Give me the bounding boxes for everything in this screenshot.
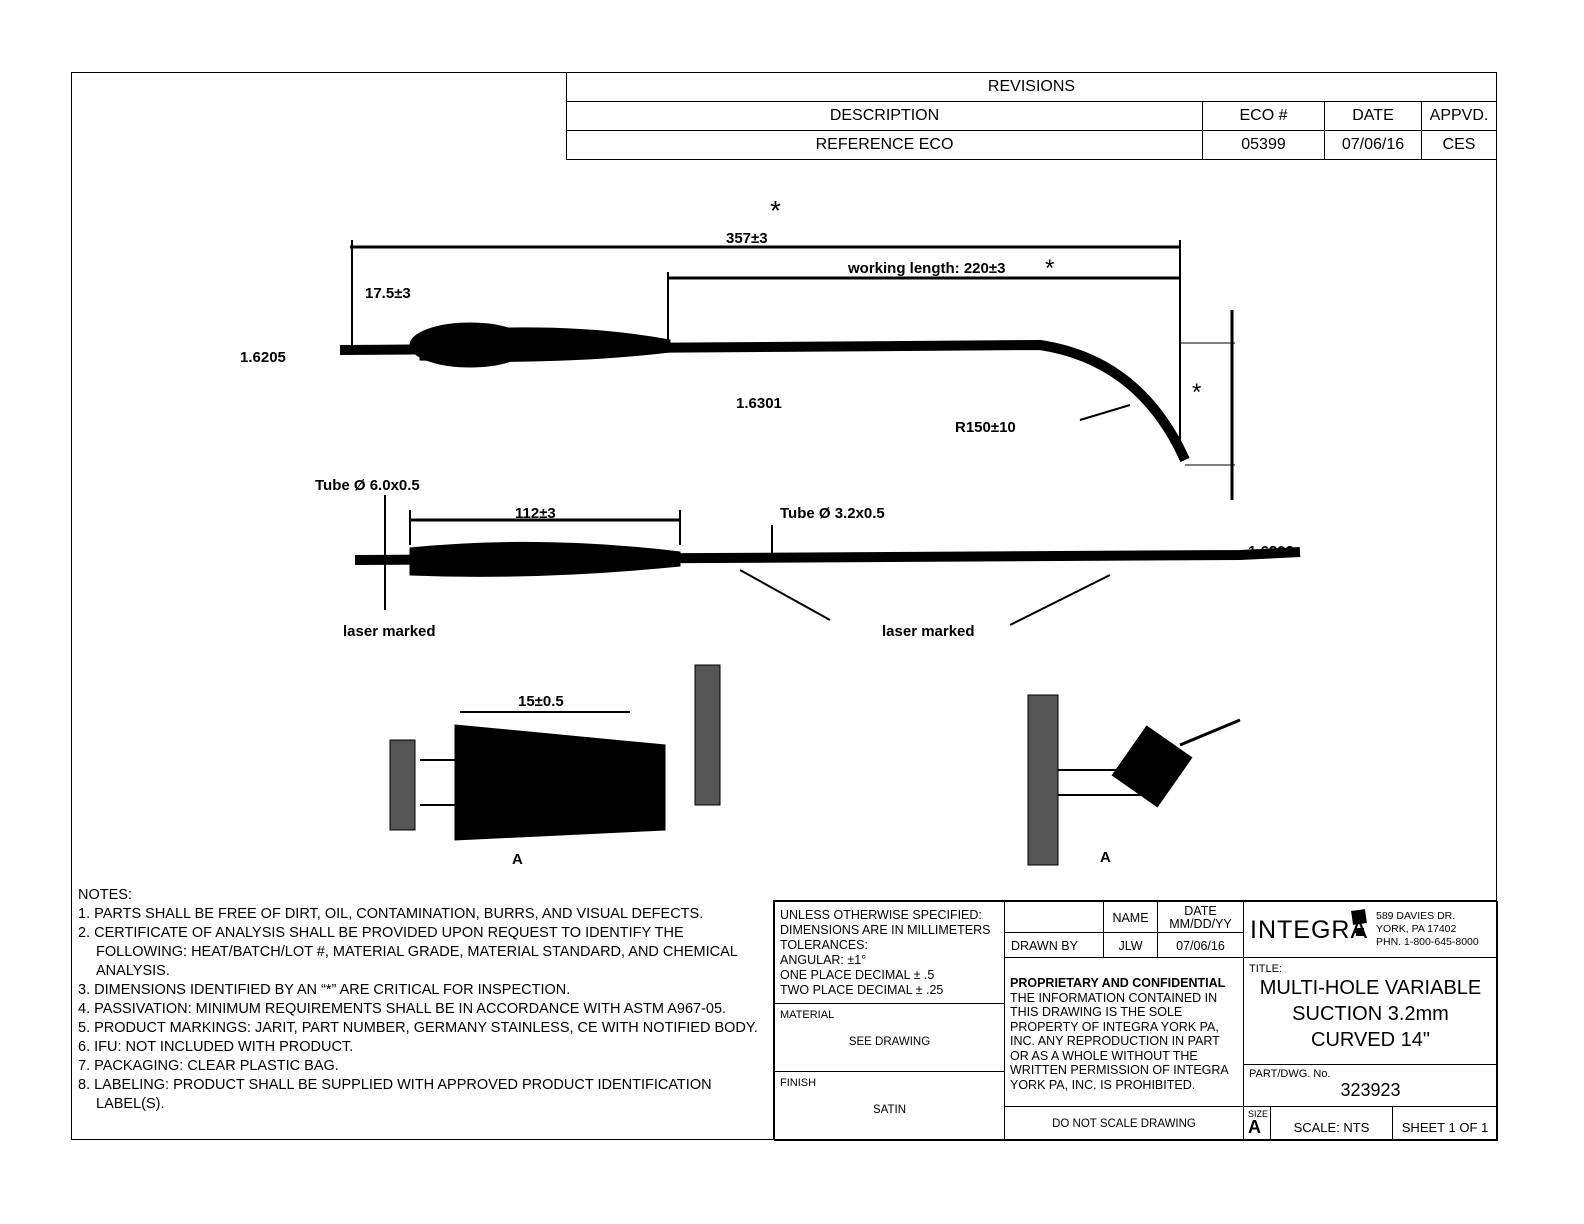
title-line: SUCTION 3.2mm (1292, 1003, 1449, 1025)
address-line: 589 DAVIES DR. (1376, 910, 1456, 922)
proprietary-text: THE INFORMATION CONTAINED IN THIS DRAWIN… (1010, 990, 1229, 1092)
drawn-date: 07/06/16 (1157, 932, 1244, 958)
dim-tube-small: Tube Ø 3.2x0.5 (780, 505, 885, 522)
part-number: 323923 (1340, 1080, 1401, 1100)
revision-row: REFERENCE ECO 05399 07/06/16 CES (566, 130, 1497, 160)
tolerance-line: TOLERANCES: (780, 938, 868, 952)
tolerance-line: ANGULAR: ±1° (780, 953, 867, 967)
date-format: MM/DD/YY (1169, 917, 1232, 931)
tolerances-cell: UNLESS OTHERWISE SPECIFIED: DIMENSIONS A… (774, 901, 1005, 1004)
finish-label: FINISH (780, 1077, 817, 1089)
size-label: SIZE (1248, 1109, 1269, 1119)
name-header: NAME (1103, 901, 1158, 933)
company-logo: INTEGRA (1250, 916, 1369, 944)
revisions-table: REVISIONS DESCRIPTION ECO # DATE APPVD. … (566, 72, 1497, 160)
date-label: DATE (1184, 904, 1217, 918)
dim-tip-end: 1.6302 (1248, 543, 1294, 560)
technical-drawing: * 357±3 working length: 220±3 * 17.5±3 1… (240, 195, 1301, 868)
note-item: 1. PARTS SHALL BE FREE OF DIRT, OIL, CON… (78, 906, 704, 922)
tip-detail-view (1027, 694, 1241, 866)
note-item: 8. LABELING: PRODUCT SHALL BE SUPPLIED W… (78, 1077, 712, 1112)
part-label: PART/DWG. No. (1249, 1068, 1331, 1080)
part-number-cell: PART/DWG. No. 323923 (1243, 1064, 1498, 1107)
note-item: 2. CERTIFICATE OF ANALYSIS SHALL BE PROV… (78, 925, 738, 979)
label-detail-a: A (1100, 849, 1111, 866)
size-value: A (1248, 1117, 1261, 1137)
note-item: 7. PACKAGING: CLEAR PLASTIC BAG. (78, 1058, 339, 1074)
proprietary-cell: PROPRIETARY AND CONFIDENTIAL THE INFORMA… (1004, 957, 1244, 1107)
tolerance-line: DIMENSIONS ARE IN MILLIMETERS (780, 923, 991, 937)
drawn-by-label: DRAWN BY (1004, 932, 1104, 958)
finish-value: SATIN (872, 1104, 906, 1116)
rev-date: 07/06/16 (1324, 130, 1422, 160)
tolerance-line: ONE PLACE DECIMAL ± .5 (780, 968, 935, 982)
tolerance-line: UNLESS OTHERWISE SPECIFIED: (780, 908, 982, 922)
title-line: CURVED 14" (1311, 1029, 1430, 1051)
logo-mark-icon (1351, 909, 1367, 925)
size-cell: SIZE A (1243, 1106, 1271, 1141)
rev-description: REFERENCE ECO (566, 130, 1203, 160)
sheet-number: SHEET 1 OF 1 (1392, 1106, 1498, 1141)
company-address: 589 DAVIES DR. YORK, PA 17402 PHN. 1-800… (1376, 910, 1479, 949)
critical-mark-working: * (1045, 255, 1054, 282)
dim-tube-large: Tube Ø 6.0x0.5 (315, 477, 420, 494)
finish-cell: FINISH SATIN (774, 1071, 1005, 1141)
title-cell: TITLE: MULTI-HOLE VARIABLE SUCTION 3.2mm… (1243, 957, 1498, 1065)
dim-end-length: 15±0.5 (518, 693, 564, 710)
label-laser-left: laser marked (343, 623, 436, 640)
drawn-by: JLW (1103, 932, 1158, 958)
critical-mark: * (770, 195, 781, 226)
critical-mark-drop: * (1192, 379, 1201, 406)
address-line: YORK, PA 17402 (1376, 923, 1457, 935)
dim-working-length: working length: 220±3 (847, 260, 1005, 277)
material-label: MATERIAL (780, 1009, 835, 1021)
scale: SCALE: NTS (1270, 1106, 1393, 1141)
dim-handle-length: 112±3 (515, 505, 556, 522)
material-cell: MATERIAL SEE DRAWING (774, 1003, 1005, 1072)
title-line: MULTI-HOLE VARIABLE (1259, 977, 1482, 999)
note-item: 4. PASSIVATION: MINIMUM REQUIREMENTS SHA… (78, 1001, 727, 1017)
logo-mark-icon (1356, 928, 1364, 936)
label-section-a: A (512, 851, 523, 868)
dim-radius: R150±10 (955, 419, 1016, 436)
top-view-straight (354, 495, 1301, 626)
date-header: DATE MM/DD/YY (1157, 901, 1244, 933)
side-view-curved (339, 240, 1235, 500)
dim-overall: 357±3 (726, 230, 768, 247)
dim-handle-end: 17.5±3 (365, 285, 411, 302)
material-value: SEE DRAWING (848, 1036, 931, 1048)
do-not-scale: DO NOT SCALE DRAWING (1004, 1106, 1244, 1141)
notes: NOTES: 1. PARTS SHALL BE FREE OF DIRT, O… (78, 886, 768, 1114)
notes-heading: NOTES: (78, 887, 132, 903)
label-laser-right: laser marked (882, 623, 975, 640)
company-cell: INTEGRA 589 DAVIES DR. YORK, PA 17402 PH… (1243, 901, 1498, 958)
proprietary-heading: PROPRIETARY AND CONFIDENTIAL (1010, 976, 1226, 990)
header-description: DESCRIPTION (566, 101, 1203, 131)
note-item: 5. PRODUCT MARKINGS: JARIT, PART NUMBER,… (78, 1020, 758, 1036)
note-item: 6. IFU: NOT INCLUDED WITH PRODUCT. (78, 1039, 354, 1055)
title-label: TITLE: (1249, 963, 1283, 975)
address-line: PHN. 1-800-645-8000 (1376, 936, 1479, 948)
note-item: 3. DIMENSIONS IDENTIFIED BY AN “*” ARE C… (78, 982, 571, 998)
blank-cell (1004, 901, 1104, 933)
dim-tip-note: 1.6205 (240, 349, 286, 366)
dim-tube-note: 1.6301 (736, 395, 782, 412)
drawing-title: MULTI-HOLE VARIABLE SUCTION 3.2mm CURVED… (1249, 975, 1492, 1053)
handle-section-view (389, 664, 721, 841)
rev-appvd: CES (1421, 130, 1497, 160)
tolerance-line: TWO PLACE DECIMAL ± .25 (780, 983, 944, 997)
title-block: UNLESS OTHERWISE SPECIFIED: DIMENSIONS A… (773, 900, 1498, 1141)
